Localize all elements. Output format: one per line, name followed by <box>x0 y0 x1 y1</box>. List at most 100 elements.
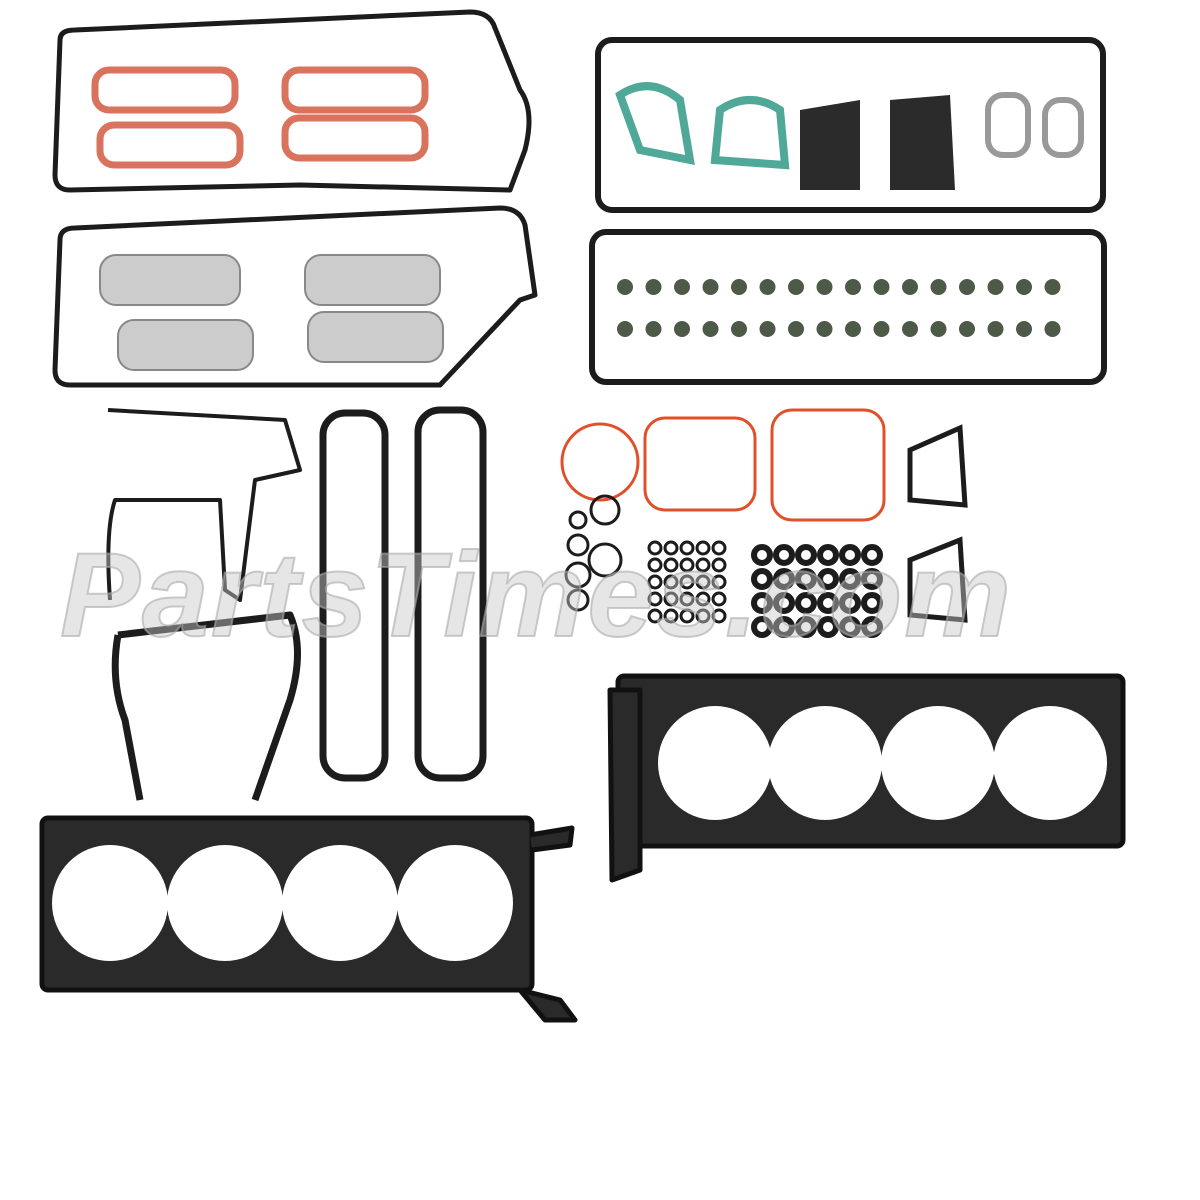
o-ring <box>589 494 621 526</box>
small-o-ring <box>695 574 711 590</box>
small-gasket <box>985 92 1031 158</box>
valve-stem-seal <box>845 321 861 337</box>
injector-seal <box>817 568 839 590</box>
orange-gasket <box>643 416 757 512</box>
valve-stem-seal <box>959 321 975 337</box>
valve-stem-seal <box>702 321 719 337</box>
timing-cover-bracket <box>907 536 968 623</box>
timing-cover-gasket-lower <box>111 611 301 802</box>
head-gasket-bore <box>658 706 772 820</box>
injector-seal <box>839 568 861 590</box>
small-o-ring <box>679 591 695 607</box>
vanos-seal-block <box>800 100 860 190</box>
valve-stem-seal <box>845 279 861 295</box>
small-o-ring <box>679 557 695 573</box>
valve-stem-seal <box>788 321 804 337</box>
head-gasket-right-tab <box>607 687 643 883</box>
small-o-ring <box>679 608 695 624</box>
injector-seal <box>773 592 795 614</box>
valve-stem-seal <box>759 321 776 337</box>
small-o-ring <box>663 574 679 590</box>
exhaust-gasket <box>304 254 441 306</box>
injector-seal <box>817 544 839 566</box>
injector-seal <box>751 616 773 638</box>
valve-stem-seal <box>702 279 719 295</box>
o-ring <box>566 533 590 557</box>
small-o-ring <box>695 591 711 607</box>
small-o-ring <box>695 608 711 624</box>
intake-gasket <box>96 121 244 169</box>
valve-stem-seal <box>930 279 947 295</box>
vanos-seal-block <box>890 95 955 190</box>
timing-cover-gasket-upper <box>106 408 302 602</box>
head-gasket-bore <box>167 845 283 961</box>
exhaust-gasket <box>307 311 444 363</box>
valve-stem-seal <box>617 321 633 337</box>
valve-stem-seal <box>959 279 975 295</box>
injector-seal <box>861 544 883 566</box>
valve-cover-gasket-right-top <box>595 37 1106 213</box>
valve-stem-seal <box>617 279 633 295</box>
injector-seal <box>839 592 861 614</box>
valve-stem-seal <box>674 279 690 295</box>
exhaust-gasket <box>117 319 254 371</box>
valve-stem-seal <box>902 279 918 295</box>
small-o-ring <box>663 540 679 556</box>
injector-seal <box>795 592 817 614</box>
small-o-ring <box>647 591 663 607</box>
orange-o-ring <box>560 422 640 502</box>
head-gasket-bore <box>993 706 1107 820</box>
small-o-ring <box>647 557 663 573</box>
injector-seal <box>795 568 817 590</box>
valve-stem-seal <box>930 321 947 337</box>
valve-cover-gasket-left-top <box>52 9 532 193</box>
timing-chain-guide-right <box>414 406 487 782</box>
valve-stem-seal <box>674 321 690 337</box>
valve-stem-seal <box>902 321 918 337</box>
o-ring <box>566 588 590 612</box>
small-o-ring <box>679 540 695 556</box>
exhaust-gasket <box>99 254 241 306</box>
valve-stem-seal <box>645 321 662 337</box>
small-gasket <box>1042 97 1084 158</box>
small-o-ring <box>647 540 663 556</box>
valve-stem-seal <box>1016 321 1032 337</box>
small-o-ring <box>679 574 695 590</box>
head-gasket-bore <box>282 845 398 961</box>
valve-stem-seal <box>816 279 833 295</box>
small-o-ring <box>711 574 727 590</box>
valve-stem-seal <box>1044 279 1061 295</box>
injector-seal <box>817 592 839 614</box>
valve-stem-seal <box>788 279 804 295</box>
injector-seal <box>839 616 861 638</box>
small-o-ring <box>647 608 663 624</box>
head-gasket-left-tab <box>517 825 578 1023</box>
small-o-ring <box>663 608 679 624</box>
injector-seal <box>861 568 883 590</box>
valve-stem-seal <box>987 321 1004 337</box>
o-ring <box>568 510 588 530</box>
valve-stem-seal <box>1016 279 1032 295</box>
valve-stem-seal <box>645 279 662 295</box>
head-gasket-bore <box>397 845 513 961</box>
injector-seal <box>751 544 773 566</box>
head-gasket-bore <box>881 706 995 820</box>
injector-seal <box>861 616 883 638</box>
injector-seal <box>751 592 773 614</box>
injector-seal <box>795 544 817 566</box>
intake-gasket <box>281 114 429 162</box>
valve-stem-seal <box>731 321 747 337</box>
small-o-ring <box>711 557 727 573</box>
o-ring <box>564 561 592 589</box>
valve-stem-seal <box>873 321 890 337</box>
valve-cover-gasket-left-bottom <box>52 205 538 388</box>
valve-stem-seal <box>1044 321 1061 337</box>
intake-gasket <box>91 66 239 114</box>
small-o-ring <box>647 574 663 590</box>
small-o-ring <box>695 557 711 573</box>
small-o-ring <box>711 591 727 607</box>
valve-stem-seal <box>759 279 776 295</box>
water-pump-gasket <box>710 96 790 170</box>
injector-seal <box>773 616 795 638</box>
